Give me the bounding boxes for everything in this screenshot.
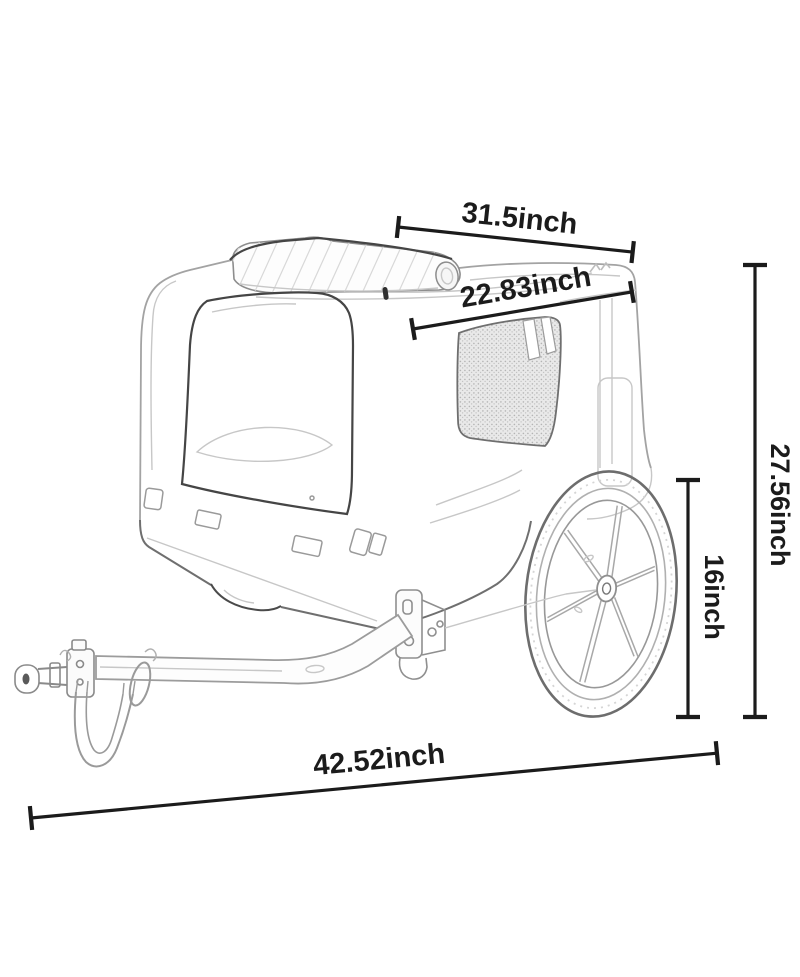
tow-arm-seam [99,666,283,672]
tow-arm [95,613,414,685]
tow-arm-tube [95,613,414,685]
safety-strap [73,678,136,768]
bracket-hole-2 [427,627,437,637]
body-bottom-edge [139,519,381,630]
spoke-cutout-1 [583,554,594,563]
tick-mark-start [409,317,417,341]
trailer-sketch [14,236,678,768]
strap-outer-edge [73,691,134,768]
carabiner-ring [128,661,152,707]
body-left-inner-line [150,280,177,471]
wheel-spokes [546,505,656,683]
rear-panel [559,289,637,487]
strap-loop-1 [194,509,222,530]
bundle-end-cap-inner [440,267,454,285]
body-left-outline [139,259,233,521]
front-window-outline [180,291,355,516]
top-face-seam-2 [255,287,559,300]
dimension-line [30,751,718,820]
front-mesh-door [180,291,355,516]
tire-tread-dashes [529,478,673,710]
front-lower-details [143,487,387,558]
tire-inner [535,487,667,701]
trailer-body [139,259,653,630]
hitch-pin-collar [49,662,61,688]
bundle-bottom-shade [239,283,439,292]
bracket-side-plate [421,599,446,656]
strap-loop-left-edge [143,487,164,511]
bundle-end-cap [435,261,459,291]
rear-pocket [597,377,633,487]
seat-cushion [195,426,334,463]
dimension-label: 27.56inch [765,443,795,566]
dimension-label: 42.52inch [312,738,447,782]
caster-outline [210,583,282,612]
strap-inner-edge [85,691,124,754]
buckle-outer [348,528,372,557]
tick-mark-end [629,240,636,264]
spring-clip-right [144,648,157,662]
strap-loop-2 [291,534,323,558]
window-slat-1 [522,318,541,361]
wheel-hub-center [601,582,612,595]
tick-mark-end [713,741,721,766]
tire-outer [524,470,678,718]
side-fold-line-1 [435,469,523,506]
rim-edge [543,499,659,689]
side-mesh-window [429,316,562,524]
right-wheel [524,470,678,718]
buckle-inner [368,532,387,556]
hitch-pin-knob-center [22,673,30,685]
body-top-right-edge [458,262,636,283]
body-front-hem-line [146,537,378,622]
tick-mark-end [627,280,636,304]
side-fold-line-2 [429,489,521,524]
coupler-bolt-1 [75,659,85,669]
hitch-pin-rod [37,666,68,686]
front-caster-wheel [210,583,282,612]
body-rear-lower-flap [586,467,653,520]
dimension-label: 16inch [699,554,729,640]
hitch-bracket [395,589,597,680]
spring-clip-left [59,649,72,662]
dimension-overall-height: 27.56inch [743,262,795,720]
body-top-seam [469,273,621,281]
dimension-label: 22.83inch [458,261,594,315]
bracket-slot [402,599,413,615]
bundle-top-dark-edge [229,236,453,261]
axle-frame-line [444,589,597,629]
spoke-cutout-2 [573,606,583,614]
rolled-cover-bundle [229,236,611,300]
window-slat-2 [540,316,557,355]
dimension-overall-length: 42.52inch [27,738,721,831]
roof-latch [382,286,389,300]
dimension-wheel-height: 16inch [676,477,729,720]
tick-mark-start [27,805,35,831]
coupler-top-tab [71,639,87,651]
dimension-line [397,225,633,254]
tow-arm-slot [305,664,325,674]
hitch-coupler [14,639,157,707]
tick-mark-start [394,215,402,239]
bracket-hole-3 [436,620,444,628]
body-right-edge [634,281,652,469]
dimension-line [412,290,633,331]
parking-foot [398,657,428,680]
wheel-hub [596,574,618,603]
interior-line [211,303,297,313]
snap-dot [309,495,315,501]
caster-inner-arc [223,589,255,604]
strap-attach-lines [75,678,136,695]
zipper-pull-icon [589,261,611,273]
